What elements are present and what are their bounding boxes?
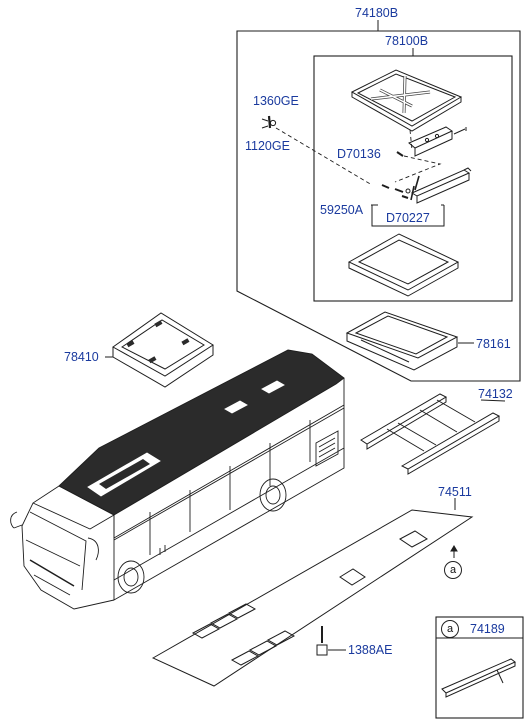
part-78410-label[interactable]: 78410 <box>64 350 99 364</box>
part-1120ge-label[interactable]: 1120GE <box>245 139 290 153</box>
hinge-bracket <box>408 126 454 157</box>
bolt-1360ge <box>261 115 277 129</box>
part-1388ae-label[interactable]: 1388AE <box>348 643 393 657</box>
part-1360ge-label[interactable]: 1360GE <box>253 94 299 108</box>
frame-rail <box>410 167 472 204</box>
part-74132-label[interactable]: 74132 <box>478 387 513 401</box>
part-59250a-label[interactable]: 59250A <box>320 203 364 217</box>
part-78161-label[interactable]: 78161 <box>476 337 511 351</box>
part-74189-label[interactable]: 74189 <box>470 622 505 636</box>
bolt-1388ae <box>316 626 328 656</box>
bus-illustration <box>10 349 345 610</box>
panel-74511 <box>151 509 474 687</box>
inset-74189-box <box>435 616 524 719</box>
inset-ref-marker-a: a <box>441 620 459 638</box>
d70227-leader <box>371 204 445 227</box>
screws <box>381 175 420 201</box>
hatch-lid <box>350 69 463 132</box>
part-78100b-label[interactable]: 78100B <box>385 34 429 48</box>
seal-strip-74189 <box>441 658 516 698</box>
outer-frame-78161 <box>345 311 459 371</box>
part-d70136-label[interactable]: D70136 <box>337 147 381 161</box>
kit-74180b-outline <box>236 30 521 382</box>
ref-marker-a: a <box>444 561 462 579</box>
part-74511-label[interactable]: 74511 <box>438 485 472 499</box>
part-d70227-label[interactable]: D70227 <box>386 211 430 225</box>
inner-frame <box>347 233 460 297</box>
ladder-74132 <box>360 393 501 475</box>
part-74180b-label[interactable]: 74180B <box>355 6 399 20</box>
hatch-78410 <box>112 312 214 388</box>
